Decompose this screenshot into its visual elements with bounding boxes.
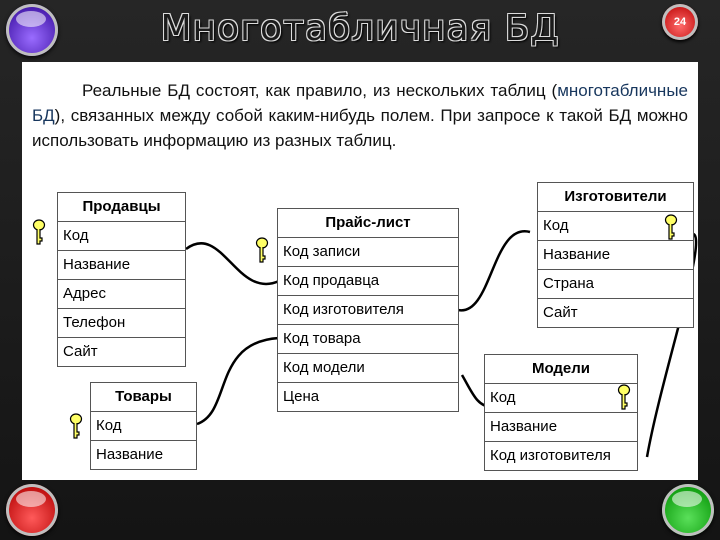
table-sellers-field: Телефон — [58, 309, 185, 338]
link-sellers-price — [185, 242, 280, 286]
table-makers-title: Изготовители — [538, 183, 693, 212]
link-makers-price — [457, 230, 531, 312]
key-icon — [32, 219, 46, 245]
table-models-field: Код изготовителя — [490, 447, 611, 464]
table-makers-field: Код — [538, 212, 693, 241]
slide-content: Реальные БД состоят, как правило, из нес… — [22, 62, 698, 480]
table-goods-field: Код — [91, 412, 196, 441]
table-sellers: Продавцы Код Название Адрес Телефон Сайт — [57, 192, 186, 367]
table-price-field: Цена — [283, 388, 320, 405]
intro-text-part1: Реальные БД состоят, как правило, из нес… — [82, 81, 558, 100]
table-price-field: Код модели — [278, 354, 458, 383]
table-makers-field: Сайт — [543, 304, 578, 321]
table-price-title: Прайс-лист — [278, 209, 458, 238]
table-sellers-field: Адрес — [58, 280, 185, 309]
slide-title: Многотабличная БД — [160, 8, 560, 49]
table-makers-field: Страна — [538, 270, 693, 299]
table-price-field: Код изготовителя — [278, 296, 458, 325]
table-price-field: Код товара — [278, 325, 458, 354]
table-goods-title: Товары — [91, 383, 196, 412]
intro-paragraph: Реальные БД состоят, как правило, из нес… — [32, 78, 688, 153]
link-goods-price — [196, 336, 280, 426]
green-round-button[interactable] — [662, 484, 714, 536]
table-makers: Изготовители Код Название Страна Сайт — [537, 182, 694, 328]
intro-text-part2: ), связанных между собой каким-нибудь по… — [32, 106, 688, 150]
key-icon — [255, 237, 269, 263]
table-models-title: Модели — [485, 355, 637, 384]
table-sellers-field: Код — [58, 222, 185, 251]
purple-round-button[interactable] — [6, 4, 58, 56]
key-icon — [617, 384, 631, 410]
table-sellers-field: Сайт — [63, 343, 98, 360]
table-models-field: Название — [485, 413, 637, 442]
intro-highlight: многотабличные БД — [32, 81, 688, 125]
table-makers-field: Название — [538, 241, 693, 270]
table-sellers-field: Название — [58, 251, 185, 280]
table-goods: Товары Код Название — [90, 382, 197, 470]
table-goods-field: Название — [96, 446, 164, 463]
table-models: Модели Код Название Код изготовителя — [484, 354, 638, 471]
key-icon — [664, 214, 678, 240]
red-round-button[interactable] — [6, 484, 58, 536]
key-icon — [69, 413, 83, 439]
table-sellers-title: Продавцы — [58, 193, 185, 222]
table-price: Прайс-лист Код записи Код продавца Код и… — [277, 208, 459, 412]
table-models-field: Код — [485, 384, 637, 413]
table-price-field: Код продавца — [278, 267, 458, 296]
page-number-badge: 24 — [662, 4, 698, 40]
table-price-field: Код записи — [278, 238, 458, 267]
